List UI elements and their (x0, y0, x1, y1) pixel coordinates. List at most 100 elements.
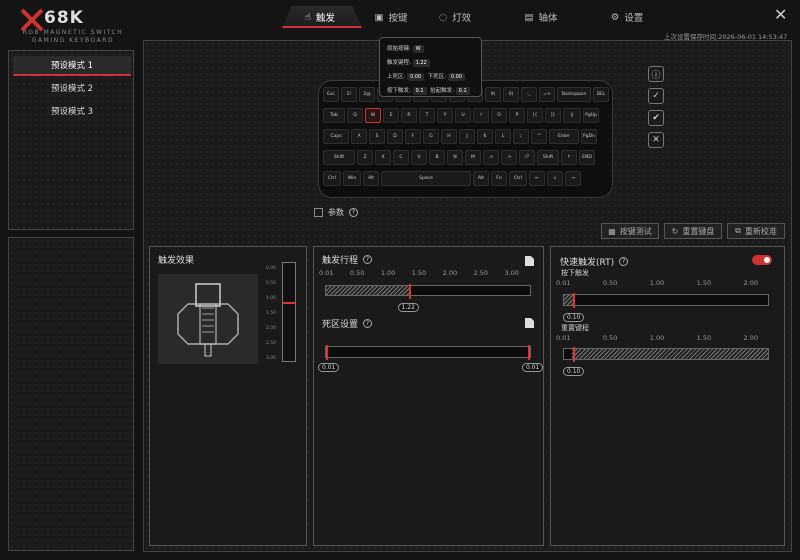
key-2-4[interactable]: F (405, 129, 421, 144)
key-4-6[interactable]: Ctrl (509, 171, 527, 186)
key-3-5[interactable]: B (429, 150, 445, 165)
close-x-icon[interactable]: ✕ (648, 132, 664, 148)
close-icon[interactable]: ✕ (774, 5, 788, 24)
key-2-12[interactable]: Enter (549, 129, 579, 144)
key-1-11[interactable]: [{ (527, 108, 543, 123)
help-icon[interactable]: ? (363, 319, 373, 328)
key-1-10[interactable]: P (509, 108, 525, 123)
key-0-9[interactable]: 9( (485, 87, 501, 102)
key-4-4[interactable]: Alt (473, 171, 489, 186)
active-tab-indicator (282, 6, 362, 28)
key-2-7[interactable]: J (459, 129, 475, 144)
key-3-12[interactable]: ↑ (561, 150, 577, 165)
key-2-3[interactable]: D (387, 129, 403, 144)
check-circle-icon[interactable]: ✔ (648, 110, 664, 126)
dead-zone-left-handle[interactable] (326, 345, 328, 360)
key-4-5[interactable]: Fn (491, 171, 507, 186)
key-1-0[interactable]: Tab (323, 108, 345, 123)
key-1-2[interactable]: W (365, 108, 381, 123)
key-0-11[interactable]: -_ (521, 87, 537, 102)
key-3-13[interactable]: END (579, 150, 595, 165)
key-3-4[interactable]: V (411, 150, 427, 165)
key-3-7[interactable]: M (465, 150, 481, 165)
key-3-9[interactable]: .> (501, 150, 517, 165)
key-4-9[interactable]: → (565, 171, 581, 186)
press-trigger-slider[interactable] (563, 293, 769, 308)
key-3-8[interactable]: ,< (483, 150, 499, 165)
key-2-11[interactable]: '" (531, 129, 547, 144)
key-2-9[interactable]: L (495, 129, 511, 144)
key-4-8[interactable]: ↓ (547, 171, 563, 186)
key-0-2[interactable]: 2@ (359, 87, 375, 102)
key-2-5[interactable]: G (423, 129, 439, 144)
trigger-travel-slider[interactable] (325, 284, 531, 299)
key-4-1[interactable]: Win (343, 171, 361, 186)
file-icon[interactable] (525, 318, 534, 328)
press-trigger-label: 按下触发 (561, 269, 589, 277)
info-icon[interactable]: ⓘ (648, 66, 664, 82)
key-2-10[interactable]: ;: (513, 129, 529, 144)
key-1-12[interactable]: ]} (545, 108, 561, 123)
key-1-4[interactable]: R (401, 108, 417, 123)
key-1-8[interactable]: I (473, 108, 489, 123)
key-4-2[interactable]: Alt (363, 171, 379, 186)
key-0-13[interactable]: Backspace (557, 87, 591, 102)
key-2-0[interactable]: Caps (323, 129, 349, 144)
key-1-13[interactable]: \| (563, 108, 581, 123)
dead-zone-right-value: 0.01 (522, 363, 544, 372)
preset-3[interactable]: 预设模式 3 (50, 107, 94, 117)
key-0-0[interactable]: Esc (323, 87, 339, 102)
dead-zone-slider[interactable] (325, 345, 531, 360)
key-0-1[interactable]: 1! (341, 87, 357, 102)
preset-2[interactable]: 预设模式 2 (50, 84, 94, 94)
key-2-2[interactable]: S (369, 129, 385, 144)
key-4-7[interactable]: ← (529, 171, 545, 186)
help-icon[interactable]: ? (349, 208, 358, 217)
tab-lighting[interactable]: ◌灯效 (430, 6, 480, 28)
help-icon[interactable]: ? (363, 255, 373, 264)
key-4-0[interactable]: Ctrl (323, 171, 341, 186)
key-1-1[interactable]: Q (347, 108, 363, 123)
preset-list: 预设模式 1 预设模式 2 预设模式 3 (8, 50, 134, 230)
help-icon[interactable]: ? (619, 257, 629, 266)
params-toggle[interactable]: 参数 ? (314, 207, 358, 218)
key-1-6[interactable]: Y (437, 108, 453, 123)
key-3-0[interactable]: Shift (323, 150, 355, 165)
key-3-11[interactable]: Shift (537, 150, 559, 165)
key-2-1[interactable]: A (351, 129, 367, 144)
key-1-5[interactable]: T (419, 108, 435, 123)
check-icon[interactable]: ✓ (648, 88, 664, 104)
rapid-trigger-toggle[interactable] (752, 255, 772, 265)
preset-1[interactable]: 预设模式 1 (13, 56, 131, 76)
key-test-button[interactable]: ▦按键测试 (601, 223, 659, 239)
key-2-13[interactable]: PgDn (581, 129, 597, 144)
key-0-10[interactable]: 0) (503, 87, 519, 102)
key-3-2[interactable]: X (375, 150, 391, 165)
release-trigger-slider[interactable] (563, 347, 769, 362)
tab-settings[interactable]: ⚙设置 (602, 6, 652, 28)
key-4-3[interactable]: Space (381, 171, 471, 186)
key-3-3[interactable]: C (393, 150, 409, 165)
tab-switch[interactable]: ▤轴体 (516, 6, 566, 28)
key-3-6[interactable]: N (447, 150, 463, 165)
tab-trigger[interactable]: ☝触发 (280, 6, 360, 28)
key-3-1[interactable]: Z (357, 150, 373, 165)
key-1-3[interactable]: E (383, 108, 399, 123)
upper-dz-value: 0.00 (407, 73, 425, 81)
key-2-8[interactable]: K (477, 129, 493, 144)
key-0-14[interactable]: DEL (593, 87, 609, 102)
key-2-6[interactable]: H (441, 129, 457, 144)
dead-zone-right-handle[interactable] (528, 345, 530, 360)
key-3-10[interactable]: /? (519, 150, 535, 165)
key-1-14[interactable]: PgUp (583, 108, 599, 123)
params-checkbox[interactable] (314, 208, 323, 217)
key-0-12[interactable]: =+ (539, 87, 555, 102)
key-1-7[interactable]: U (455, 108, 471, 123)
tab-switch-label: 轴体 (538, 13, 558, 24)
reset-keyboard-button[interactable]: ↻重置键盘 (664, 223, 722, 239)
tab-keys[interactable]: ▣按键 (366, 6, 416, 28)
file-icon[interactable] (525, 256, 534, 266)
recalibrate-button[interactable]: ⧉重新校准 (727, 223, 785, 239)
key-1-9[interactable]: O (491, 108, 507, 123)
